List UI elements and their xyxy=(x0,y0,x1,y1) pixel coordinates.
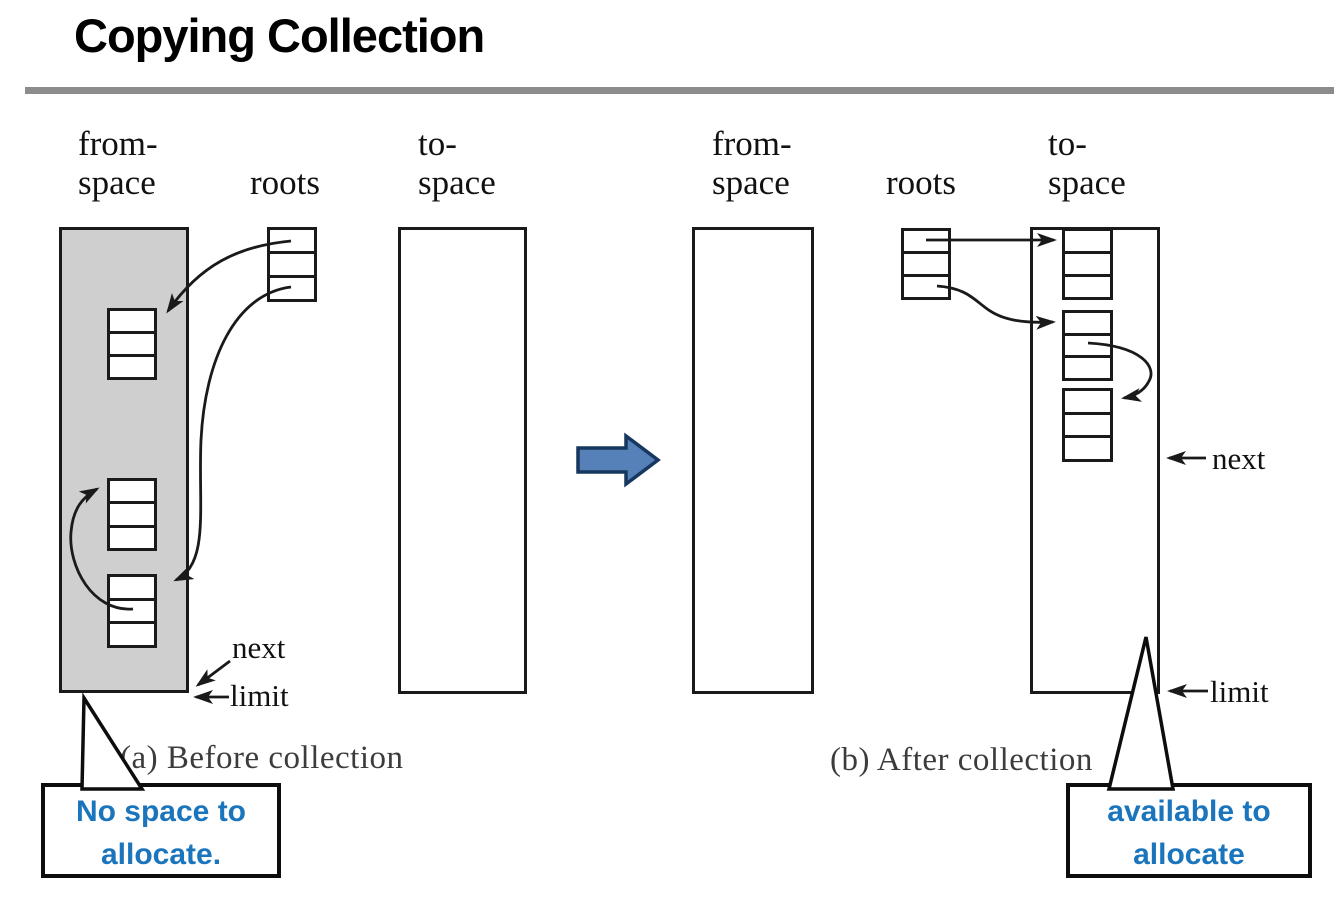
root-cell xyxy=(270,275,314,299)
heap-object-a1 xyxy=(107,308,157,380)
limit-label-b: limit xyxy=(1210,674,1269,709)
callout-no-space: No space to allocate. xyxy=(41,783,281,878)
object-cell xyxy=(1065,391,1110,412)
caption-b: (b) After collection xyxy=(830,742,1093,778)
from-space-label-b: from- space xyxy=(712,124,792,202)
object-cell xyxy=(1065,231,1110,251)
from-space-label-a: from- space xyxy=(78,124,158,202)
heap-object-b3 xyxy=(1062,388,1113,462)
roots-box-a xyxy=(267,227,317,302)
object-cell xyxy=(110,621,154,645)
next-label-a: next xyxy=(232,630,286,665)
arrow-a-next-pointer xyxy=(195,659,231,687)
heap-object-b1 xyxy=(1062,228,1113,300)
from-space-label-b-line2: space xyxy=(712,163,790,202)
caption-a: (a) Before collection xyxy=(120,740,404,776)
root-cell xyxy=(904,231,948,251)
limit-label-a: limit xyxy=(230,678,289,713)
object-cell xyxy=(110,481,154,501)
transition-arrow-icon xyxy=(576,432,661,488)
object-cell xyxy=(110,354,154,377)
callout-no-space-line2: allocate. xyxy=(100,838,222,871)
roots-label-a: roots xyxy=(250,163,320,202)
to-space-label-a: to- space xyxy=(418,124,496,202)
callout-available-line1: available to xyxy=(1107,795,1271,828)
callout-available-line2: allocate xyxy=(1133,838,1245,871)
to-space-label-a-line1: to- xyxy=(418,124,457,163)
object-cell xyxy=(1065,332,1110,356)
object-cell xyxy=(110,597,154,622)
object-cell xyxy=(1065,251,1110,274)
from-space-label-a-line2: space xyxy=(78,163,156,202)
object-cell xyxy=(110,524,154,548)
heap-object-b2 xyxy=(1062,310,1113,381)
callout-available: available to allocate xyxy=(1066,783,1312,878)
roots-box-b xyxy=(901,228,951,300)
object-cell xyxy=(110,331,154,354)
to-space-label-b-line2: space xyxy=(1048,163,1126,202)
to-space-region-a xyxy=(398,227,527,694)
object-cell xyxy=(1065,274,1110,297)
next-label-b: next xyxy=(1212,441,1266,476)
title-divider xyxy=(25,87,1334,94)
root-cell xyxy=(904,274,948,297)
root-cell xyxy=(270,251,314,275)
object-cell xyxy=(1065,435,1110,459)
root-cell xyxy=(270,230,314,251)
callout-no-space-line1: No space to xyxy=(75,795,247,828)
object-cell xyxy=(1065,313,1110,333)
heap-object-a3 xyxy=(107,574,157,648)
from-space-label-a-line1: from- xyxy=(78,124,158,163)
heap-object-a2 xyxy=(107,478,157,551)
object-cell xyxy=(110,577,154,598)
to-space-label-b-line1: to- xyxy=(1048,124,1087,163)
from-space-region-b xyxy=(692,227,814,694)
page-title: Copying Collection xyxy=(74,9,485,62)
root-cell xyxy=(904,251,948,274)
roots-label-b: roots xyxy=(886,163,956,202)
arrow-a-root3-to-object3 xyxy=(173,285,292,582)
object-cell xyxy=(1065,355,1110,378)
to-space-label-a-line2: space xyxy=(418,163,496,202)
to-space-label-b: to- space xyxy=(1048,124,1126,202)
from-space-label-b-line1: from- xyxy=(712,124,792,163)
object-cell xyxy=(110,311,154,331)
object-cell xyxy=(110,501,154,524)
object-cell xyxy=(1065,411,1110,436)
